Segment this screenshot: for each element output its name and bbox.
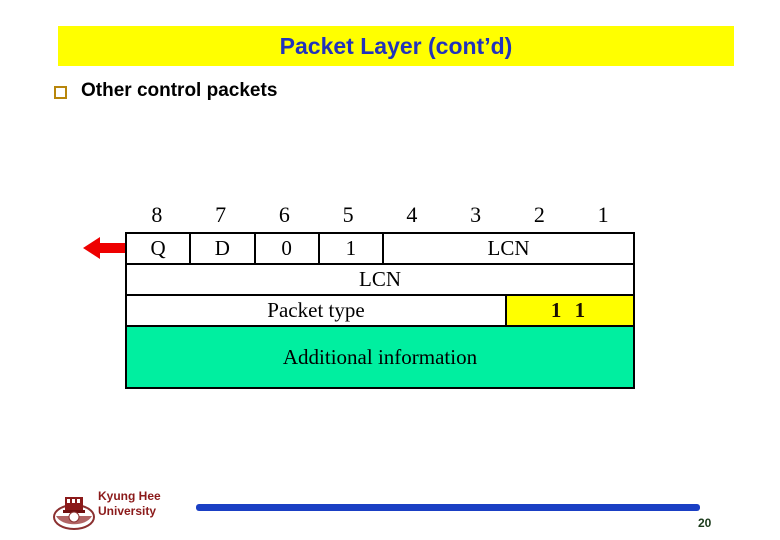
field-q: Q xyxy=(127,234,192,263)
bit-number-6: 6 xyxy=(278,202,290,227)
bit-number-3: 3 xyxy=(470,202,482,227)
bit-number-1: 1 xyxy=(597,202,609,227)
header-octet-3: Packet type 1 1 xyxy=(127,296,633,327)
page-number: 20 xyxy=(698,516,712,530)
footer-university-line1: Kyung Hee xyxy=(98,489,161,503)
field-packet-type-bits: 1 1 xyxy=(507,296,633,325)
bit-number-header: 8 7 6 5 4 3 2 1 xyxy=(125,198,635,232)
field-d: D xyxy=(191,234,256,263)
header-octet-1: Q D 0 1 LCN xyxy=(127,234,633,265)
bit-number-4: 4 xyxy=(406,202,418,227)
page-title: Packet Layer (cont’d) xyxy=(279,32,513,59)
slide-title-banner: Packet Layer (cont’d) xyxy=(58,26,734,66)
field-bit-0: 0 xyxy=(255,234,320,263)
additional-information-field: Additional information xyxy=(127,327,633,389)
bullet-item-label: Other control packets xyxy=(81,80,278,101)
field-additional-information: Additional information xyxy=(127,327,633,387)
bit-number-2: 2 xyxy=(533,202,545,227)
packet-header-table: Q D 0 1 LCN LCN Packet type 1 1 Addition… xyxy=(125,232,635,389)
bit-number-5: 5 xyxy=(342,202,354,227)
red-left-arrow-icon xyxy=(83,237,127,259)
header-octet-2: LCN xyxy=(127,265,633,296)
field-lcn-low: LCN xyxy=(127,265,633,294)
field-packet-type: Packet type xyxy=(127,296,507,325)
kyung-hee-university-crest-icon xyxy=(53,497,95,530)
footer-university-line2: University xyxy=(98,504,157,518)
footer-university-name: Kyung Hee University xyxy=(98,489,161,519)
footer-divider-rule xyxy=(196,504,700,511)
bullet-item: Other control packets xyxy=(54,80,277,102)
bit-number-8: 8 xyxy=(151,202,163,227)
packet-format-diagram: 8 7 6 5 4 3 2 1 Q D 0 1 LCN LCN xyxy=(125,198,635,389)
field-lcn-high: LCN xyxy=(384,234,633,263)
bit-number-7: 7 xyxy=(215,202,227,227)
square-bullet-icon xyxy=(54,85,67,99)
field-bit-1: 1 xyxy=(319,234,384,263)
